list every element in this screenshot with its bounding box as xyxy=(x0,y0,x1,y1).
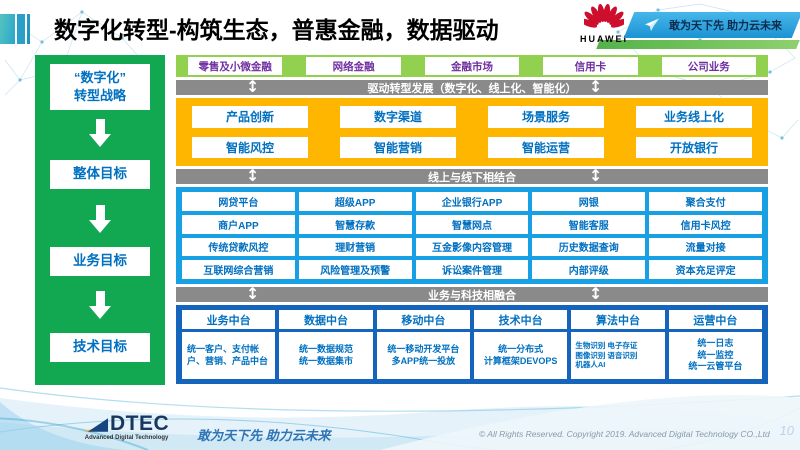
platform-box: 智慧存款 xyxy=(298,214,412,234)
down-arrow-icon xyxy=(89,119,111,147)
capability-box: 场景服务 xyxy=(488,106,604,128)
adtec-mark-icon xyxy=(84,418,109,432)
capability-box: 业务线上化 xyxy=(636,106,752,128)
footer-slogan: 敢为天下先 助力云未来 xyxy=(197,428,331,443)
middle-platform-desc: 统一移动开发平台 多APP统一投放 xyxy=(376,332,470,379)
middle-platform-desc: 统一客户、支付帐户、营销、产品中台 xyxy=(182,332,276,379)
middle-platform-desc: 统一日志 统一监控 统一云管平台 xyxy=(668,332,762,379)
digital-capability-band: 产品创新 数字渠道 场景服务 业务线上化 智能风控 智能营销 智能运营 开放银行 xyxy=(176,98,768,166)
copyright-text: © All Rights Reserved. Copyright 2019. A… xyxy=(479,429,770,439)
capability-box: 数字渠道 xyxy=(340,106,456,128)
platform-box: 商户APP xyxy=(182,214,295,234)
business-line-box: 零售及小微金融 xyxy=(188,57,283,75)
huawei-wordmark: HUAWEI xyxy=(580,34,628,44)
middle-platform-desc: 统一数据规范 统一数据集市 xyxy=(279,332,373,379)
middle-platform-column: 技术中台 统一分布式 计算框架DEVOPS xyxy=(474,310,568,379)
platform-box: 信用卡风控 xyxy=(649,214,762,234)
middle-platform-title: 数据中台 xyxy=(279,310,373,329)
middle-platform-title: 技术中台 xyxy=(474,310,568,329)
slogan-banner: 敢为天下先 助力云未来 xyxy=(623,12,800,38)
updown-arrow-icon: ↕ xyxy=(589,284,603,303)
down-arrow-icon xyxy=(89,291,111,319)
banner-online-offline: ↕ 线上与线下相结合 ↕ xyxy=(176,166,768,185)
middle-platform-title: 业务中台 xyxy=(182,310,276,329)
platform-box: 网银 xyxy=(532,192,646,211)
platform-box: 互联网综合营销 xyxy=(182,260,295,279)
updown-arrow-icon: ↕ xyxy=(589,77,603,96)
platform-box: 风险管理及预警 xyxy=(298,260,412,279)
platform-band: 网贷平台 超级APP 企业银行APP 网银 聚合支付 商户APP 智慧存款 智慧… xyxy=(176,187,768,284)
banner-label: 业务与科技相融合 xyxy=(428,289,516,302)
capability-box: 开放银行 xyxy=(636,136,752,158)
capability-box: 智能风控 xyxy=(192,136,308,158)
page-number: 10 xyxy=(779,423,794,438)
middle-platform-column: 算法中台 生物识别 电子存证 图像识别 语音识别 机器人AI xyxy=(571,310,665,379)
title-accent-bar xyxy=(0,14,30,44)
huawei-flower-icon xyxy=(579,3,629,28)
sidebar-item-tech-goal: 技术目标 xyxy=(50,333,150,362)
capability-box: 产品创新 xyxy=(192,106,308,128)
middle-platform-desc: 统一分布式 计算框架DEVOPS xyxy=(474,332,568,379)
business-lines-band: 零售及小微金融 网络金融 金融市场 信用卡 公司业务 xyxy=(176,55,768,77)
adtec-subtext: Advanced Digital Technology xyxy=(84,434,169,441)
updown-arrow-icon: ↕ xyxy=(589,166,603,185)
updown-arrow-icon: ↕ xyxy=(246,284,260,303)
middle-platform-column: 移动中台 统一移动开发平台 多APP统一投放 xyxy=(376,310,470,379)
platform-box: 智慧网点 xyxy=(415,214,529,234)
slogan-text: 敢为天下先 助力云未来 xyxy=(669,20,783,32)
platform-box: 理财营销 xyxy=(298,237,412,257)
middle-platform-title: 移动中台 xyxy=(376,310,470,329)
platform-box: 聚合支付 xyxy=(649,192,762,211)
middle-platform-column: 数据中台 统一数据规范 统一数据集市 xyxy=(279,310,373,379)
middle-platform-column: 运营中台 统一日志 统一监控 统一云管平台 xyxy=(668,310,762,379)
platform-box: 流量对接 xyxy=(649,237,762,257)
banner-label: 线上与线下相结合 xyxy=(428,171,516,184)
banner-label: 驱动转型发展（数字化、线上化、智能化） xyxy=(367,82,577,95)
page-title: 数字化转型-构筑生态，普惠金融，数据驱动 xyxy=(54,17,499,43)
adtec-logo: DTEC Advanced Digital Technology xyxy=(84,412,170,441)
adtec-wordmark: DTEC xyxy=(110,412,170,435)
platform-box: 超级APP xyxy=(298,192,412,211)
platform-box: 传统贷款风控 xyxy=(182,237,295,257)
middle-platform-title: 算法中台 xyxy=(571,310,665,329)
platform-box: 智能客服 xyxy=(532,214,646,234)
capability-box: 智能营销 xyxy=(340,136,456,158)
sidebar-item-overall-goal: 整体目标 xyxy=(50,160,150,189)
platform-box: 企业银行APP xyxy=(415,192,529,211)
middle-platform-column: 业务中台 统一客户、支付帐户、营销、产品中台 xyxy=(182,310,276,379)
platform-box: 诉讼案件管理 xyxy=(415,260,529,279)
huawei-logo: HUAWEI xyxy=(577,3,631,44)
paper-plane-icon xyxy=(645,18,659,32)
sidebar-item-strategy: “数字化” 转型战略 xyxy=(50,64,150,110)
business-line-box: 金融市场 xyxy=(424,57,520,75)
platform-box: 资本充足评定 xyxy=(649,260,762,279)
business-line-box: 网络金融 xyxy=(306,57,401,75)
banner-tech-fusion: ↕ 业务与科技相融合 ↕ xyxy=(176,284,768,303)
architecture-diagram: 零售及小微金融 网络金融 金融市场 信用卡 公司业务 ↕ 驱动转型发展（数字化、… xyxy=(176,55,768,387)
updown-arrow-icon: ↕ xyxy=(246,77,260,96)
middle-platform-desc: 生物识别 电子存证 图像识别 语音识别 机器人AI xyxy=(571,332,665,379)
platform-box: 网贷平台 xyxy=(182,192,295,211)
sidebar-item-business-goal: 业务目标 xyxy=(50,247,150,276)
platform-box: 历史数据查询 xyxy=(532,237,646,257)
platform-box: 内部评级 xyxy=(532,260,646,279)
capability-box: 智能运营 xyxy=(488,136,604,158)
business-line-box: 公司业务 xyxy=(661,57,756,75)
middle-platform-band: 业务中台 统一客户、支付帐户、营销、产品中台 数据中台 统一数据规范 统一数据集… xyxy=(176,305,768,384)
platform-box: 互金影像内容管理 xyxy=(415,237,529,257)
strategy-sidebar: “数字化” 转型战略 整体目标 业务目标 技术目标 xyxy=(35,55,165,385)
down-arrow-icon xyxy=(89,205,111,233)
middle-platform-title: 运营中台 xyxy=(668,310,762,329)
banner-drive-transformation: ↕ 驱动转型发展（数字化、线上化、智能化） ↕ xyxy=(176,77,768,96)
business-line-box: 信用卡 xyxy=(543,57,638,75)
updown-arrow-icon: ↕ xyxy=(246,166,260,185)
